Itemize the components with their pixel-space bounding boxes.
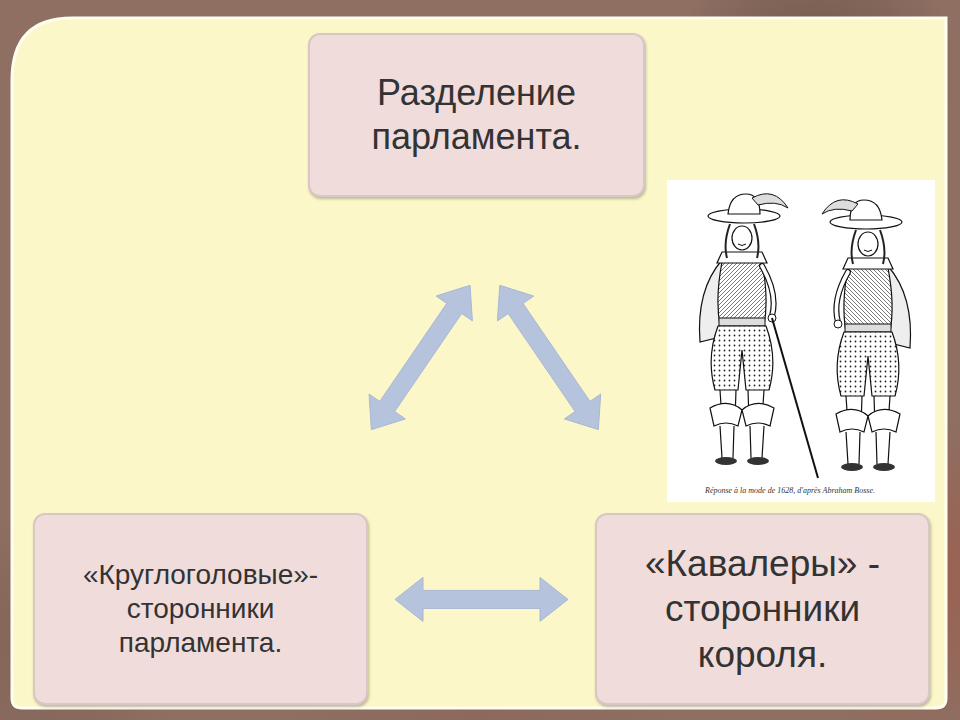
double-arrow: [369, 285, 472, 429]
text-stack: «Кавалеры» - сторонники короля.: [607, 541, 918, 676]
process-box: Разделение парламента.: [308, 33, 645, 197]
text-stack: Разделение парламента.: [320, 71, 633, 159]
double-arrow: [395, 577, 568, 621]
text-stack: «Круглоголовые»- сторонники парламента.: [45, 558, 356, 660]
process-box: «Круглоголовые»- сторонники парламента.: [33, 513, 368, 705]
process-box: «Кавалеры» - сторонники короля.: [595, 513, 930, 705]
engraving-caption: Réponse à la mode de 1628, d'après Abrah…: [705, 486, 875, 495]
double-arrow: [497, 285, 600, 429]
box-text: «Круглоголовые»- сторонники парламента.: [45, 558, 356, 660]
box-text: «Кавалеры» - сторонники короля.: [607, 541, 918, 676]
cavaliers-illustration: [667, 180, 935, 502]
content-panel: [12, 18, 946, 708]
box-text: Разделение парламента.: [320, 71, 633, 159]
